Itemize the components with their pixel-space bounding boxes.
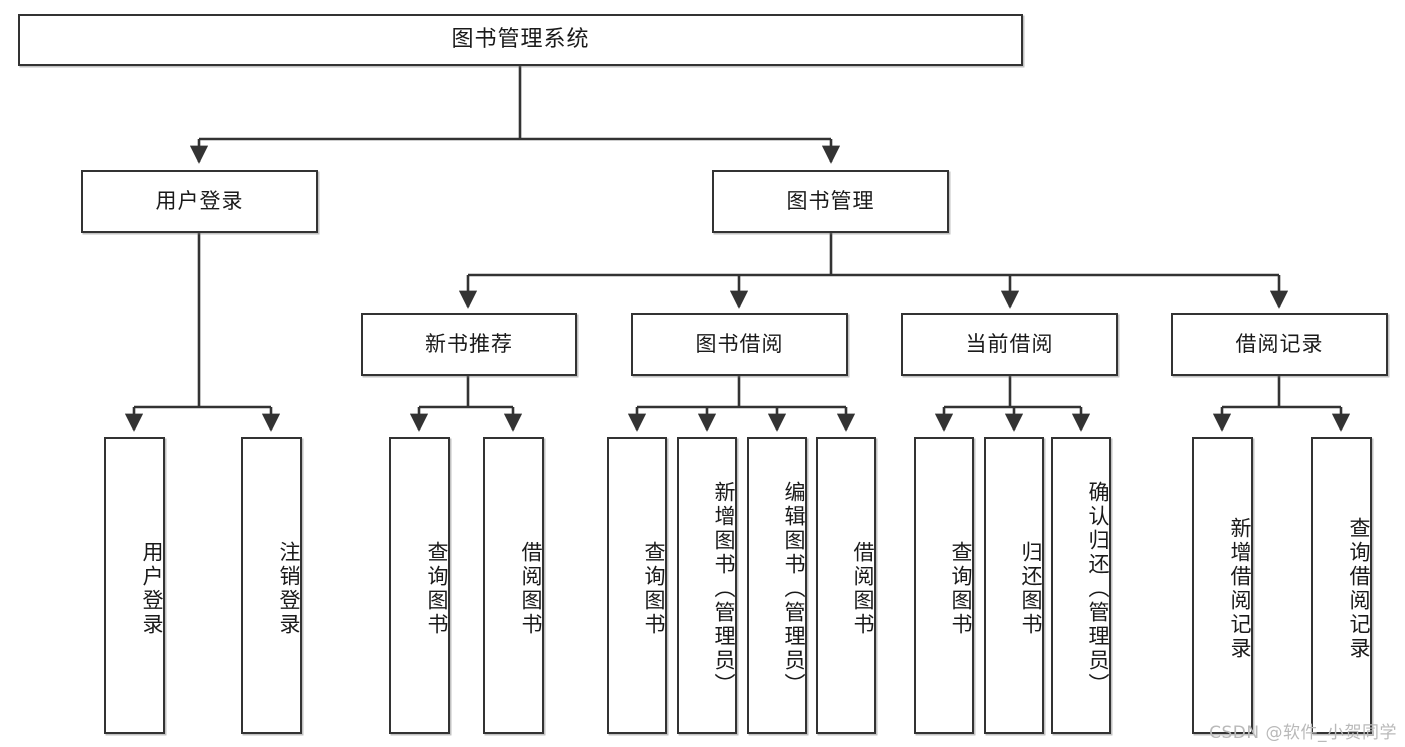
leaf-logout-label: 注销登录 [277,540,301,637]
leaf-return-book[interactable]: 归还图书 [984,437,1044,734]
leaf-borrow-book-1[interactable]: 借阅图书 [483,437,544,734]
leaf-query-book-3[interactable]: 查询图书 [914,437,974,734]
node-new-book-recommend-label: 新书推荐 [425,331,513,356]
leaf-add-record-label: 新增借阅记录 [1228,516,1252,661]
leaf-query-record[interactable]: 查询借阅记录 [1311,437,1372,734]
node-root[interactable]: 图书管理系统 [18,14,1023,66]
node-user-login-label: 用户登录 [155,188,244,213]
node-new-book-recommend[interactable]: 新书推荐 [361,313,577,376]
node-book-manage-label: 图书管理 [786,188,875,213]
leaf-borrow-book-2-label: 借阅图书 [851,540,875,637]
leaf-confirm-return-label: 确认归还（管理员） [1086,480,1110,697]
node-book-borrow[interactable]: 图书借阅 [631,313,848,376]
leaf-add-record[interactable]: 新增借阅记录 [1192,437,1253,734]
leaf-edit-book[interactable]: 编辑图书（管理员） [747,437,807,734]
node-current-borrow-label: 当前借阅 [965,331,1054,356]
watermark: CSDN @软件_小贺同学 [1209,723,1397,743]
leaf-borrow-book-2[interactable]: 借阅图书 [816,437,876,734]
node-book-manage[interactable]: 图书管理 [712,170,949,233]
leaf-add-book-label: 新增图书（管理员） [712,480,736,697]
leaf-borrow-book-1-label: 借阅图书 [519,540,543,637]
leaf-user-login-label: 用户登录 [140,540,164,637]
leaf-query-book-2-label: 查询图书 [642,540,666,637]
node-user-login[interactable]: 用户登录 [81,170,318,233]
leaf-query-book-1[interactable]: 查询图书 [389,437,450,734]
node-book-borrow-label: 图书借阅 [695,331,784,356]
leaf-return-book-label: 归还图书 [1019,540,1043,637]
leaf-edit-book-label: 编辑图书（管理员） [782,480,806,697]
leaf-logout[interactable]: 注销登录 [241,437,302,734]
node-borrow-record-label: 借阅记录 [1235,331,1324,356]
leaf-query-book-1-label: 查询图书 [425,540,449,637]
leaf-confirm-return[interactable]: 确认归还（管理员） [1051,437,1111,734]
node-root-label: 图书管理系统 [451,26,590,52]
leaf-user-login[interactable]: 用户登录 [104,437,165,734]
node-borrow-record[interactable]: 借阅记录 [1171,313,1388,376]
leaf-query-record-label: 查询借阅记录 [1347,516,1371,661]
node-current-borrow[interactable]: 当前借阅 [901,313,1118,376]
leaf-query-book-2[interactable]: 查询图书 [607,437,667,734]
leaf-query-book-3-label: 查询图书 [949,540,973,637]
leaf-add-book[interactable]: 新增图书（管理员） [677,437,737,734]
